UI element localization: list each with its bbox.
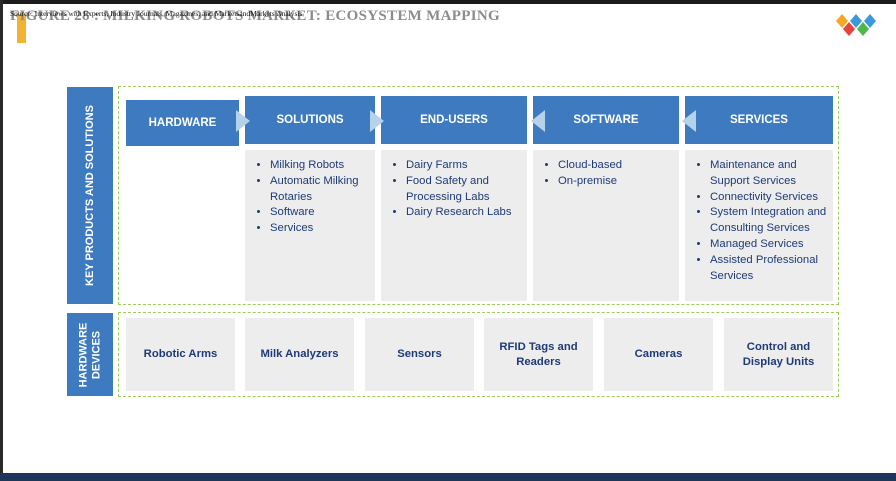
list-item: Cloud-based	[558, 158, 673, 174]
list-item: Milking Robots	[270, 158, 369, 174]
column-header-software: SOFTWARE	[533, 96, 679, 144]
column-body-end-users: Dairy Farms Food Safety and Processing L…	[381, 150, 527, 301]
device-rfid-tags: RFID Tags and Readers	[484, 318, 593, 391]
list-item: On-premise	[558, 174, 673, 190]
column-header-solutions: SOLUTIONS	[245, 96, 375, 144]
hardware-devices-container	[118, 312, 839, 397]
device-control-display-units: Control and Display Units	[724, 318, 833, 391]
hardware-devices-line2: DEVICES	[90, 330, 102, 379]
column-header-hardware: HARDWARE	[126, 100, 239, 146]
list-item: Automatic Milking Rotaries	[270, 174, 369, 206]
top-border	[0, 0, 896, 4]
software-list: Cloud-based On-premise	[543, 158, 673, 190]
list-item: Connectivity Services	[710, 190, 827, 206]
list-item: Services	[270, 221, 369, 237]
column-body-solutions: Milking Robots Automatic Milking Rotarie…	[245, 150, 375, 301]
arrow-software-to-end-users	[531, 110, 545, 132]
device-robotic-arms: Robotic Arms	[126, 318, 235, 391]
device-milk-analyzers: Milk Analyzers	[245, 318, 354, 391]
source-note: Source: Interviews with Experts, Industr…	[10, 9, 303, 18]
list-item: Food Safety and Processing Labs	[406, 174, 521, 206]
list-item: System Integration and Consulting Servic…	[710, 205, 827, 237]
arrow-services-to-software	[682, 110, 696, 132]
column-header-end-users: END-USERS	[381, 96, 527, 144]
column-body-services: Maintenance and Support Services Connect…	[685, 150, 833, 301]
hardware-devices-line1: HARDWARE	[77, 322, 89, 387]
figure-title: FIGURE 28 : MILKING ROBOTS MARKET: ECOSY…	[10, 8, 500, 24]
column-body-software: Cloud-based On-premise	[533, 150, 679, 301]
device-cameras: Cameras	[604, 318, 713, 391]
key-products-container	[118, 86, 839, 305]
bottom-border	[0, 473, 896, 481]
left-border	[0, 0, 3, 481]
list-item: Software	[270, 205, 369, 221]
company-logo-icon	[836, 14, 876, 36]
services-list: Maintenance and Support Services Connect…	[695, 158, 827, 284]
column-header-services: SERVICES	[685, 96, 833, 144]
list-item: Dairy Research Labs	[406, 205, 521, 221]
logo-diamond-blue-2	[864, 14, 876, 28]
solutions-list: Milking Robots Automatic Milking Rotarie…	[255, 158, 369, 237]
key-products-label-text: KEY PRODUCTS AND SOLUTIONS	[83, 105, 96, 286]
list-item: Maintenance and Support Services	[710, 158, 827, 190]
arrow-hardware-to-solutions	[236, 110, 250, 132]
logo-diamond-green	[857, 22, 869, 36]
title-accent-bar	[17, 14, 26, 43]
list-item: Dairy Farms	[406, 158, 521, 174]
list-item: Assisted Professional Services	[710, 253, 827, 285]
arrow-solutions-to-end-users	[370, 110, 384, 132]
list-item: Managed Services	[710, 237, 827, 253]
logo-diamond-red	[843, 22, 855, 36]
device-sensors: Sensors	[365, 318, 474, 391]
key-products-label: KEY PRODUCTS AND SOLUTIONS	[67, 87, 113, 304]
logo-diamond-orange	[836, 14, 848, 28]
end-users-list: Dairy Farms Food Safety and Processing L…	[391, 158, 521, 221]
logo-diamond-blue	[850, 14, 862, 28]
